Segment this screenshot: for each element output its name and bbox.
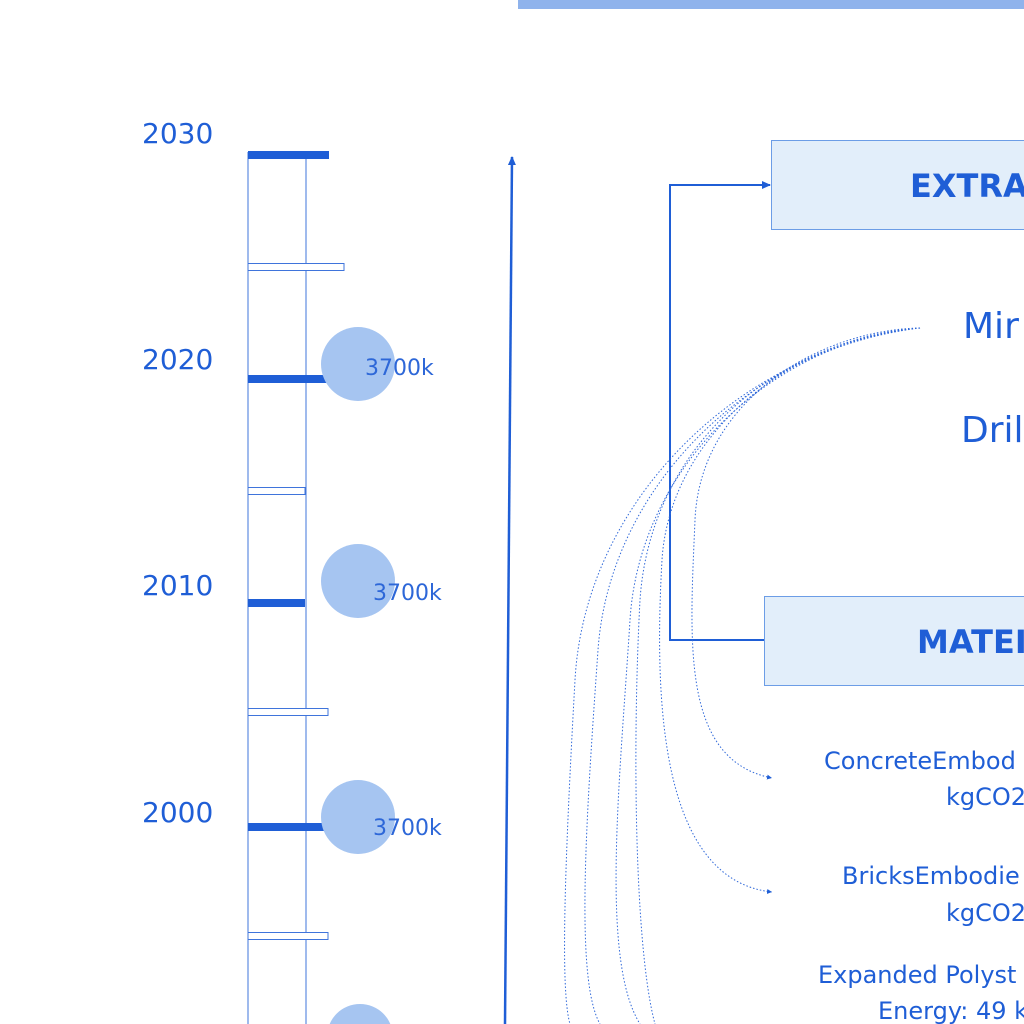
year-label-2000: 2000: [142, 796, 214, 829]
extraction-item-drilling: Dril: [961, 410, 1024, 451]
bubble-2000: [321, 780, 395, 854]
minor-tick-2025: [247, 263, 345, 271]
extraction-stage-title: EXTRA: [910, 167, 1024, 205]
timeline-minor-ticks: [247, 263, 345, 940]
timeline-bubbles: [321, 327, 395, 1024]
major-tick-2010: [248, 599, 305, 607]
material-item-eps-line1: Expanded Polyst: [818, 961, 1017, 989]
extraction-stage-box: EXTRA: [771, 140, 1024, 230]
year-label-2010: 2010: [142, 569, 214, 602]
bubble-1990: [329, 1004, 391, 1024]
material-item-concrete-line1: ConcreteEmbod: [824, 747, 1016, 775]
material-item-bricks-line2: kgCO2: [946, 899, 1024, 927]
year-label-2030: 2030: [142, 117, 214, 150]
bubble-value-2000: 3700k: [373, 816, 442, 841]
material-item-concrete-line2: kgCO2: [946, 783, 1024, 811]
stage-bracket-connector: [669, 181, 771, 641]
materials-stage-box: MATEI: [764, 596, 1024, 686]
year-label-2020: 2020: [142, 343, 214, 376]
material-item-eps-line2: Energy: 49 k: [878, 997, 1024, 1024]
main-vertical-arrow: [503, 156, 516, 1024]
minor-tick-2005: [247, 708, 329, 716]
major-tick-2000: [248, 823, 329, 831]
major-tick-2030: [248, 151, 329, 159]
major-tick-2020: [248, 375, 329, 383]
material-item-bricks-line1: BricksEmbodie: [842, 862, 1020, 890]
timeline-ruler: [247, 152, 307, 1024]
bubble-value-2020: 3700k: [365, 356, 434, 381]
extraction-item-mining: Mir: [963, 306, 1019, 347]
minor-tick-2015: [247, 487, 306, 495]
dotted-flow-curves: [564, 327, 921, 1024]
bubble-2010: [321, 544, 395, 618]
minor-tick-1995: [247, 932, 329, 940]
timeline-major-ticks: [248, 151, 329, 831]
bubble-value-2010: 3700k: [373, 581, 442, 606]
bubble-2020: [321, 327, 395, 401]
materials-stage-title: MATEI: [917, 623, 1024, 661]
top-header-bar: [518, 0, 1024, 9]
